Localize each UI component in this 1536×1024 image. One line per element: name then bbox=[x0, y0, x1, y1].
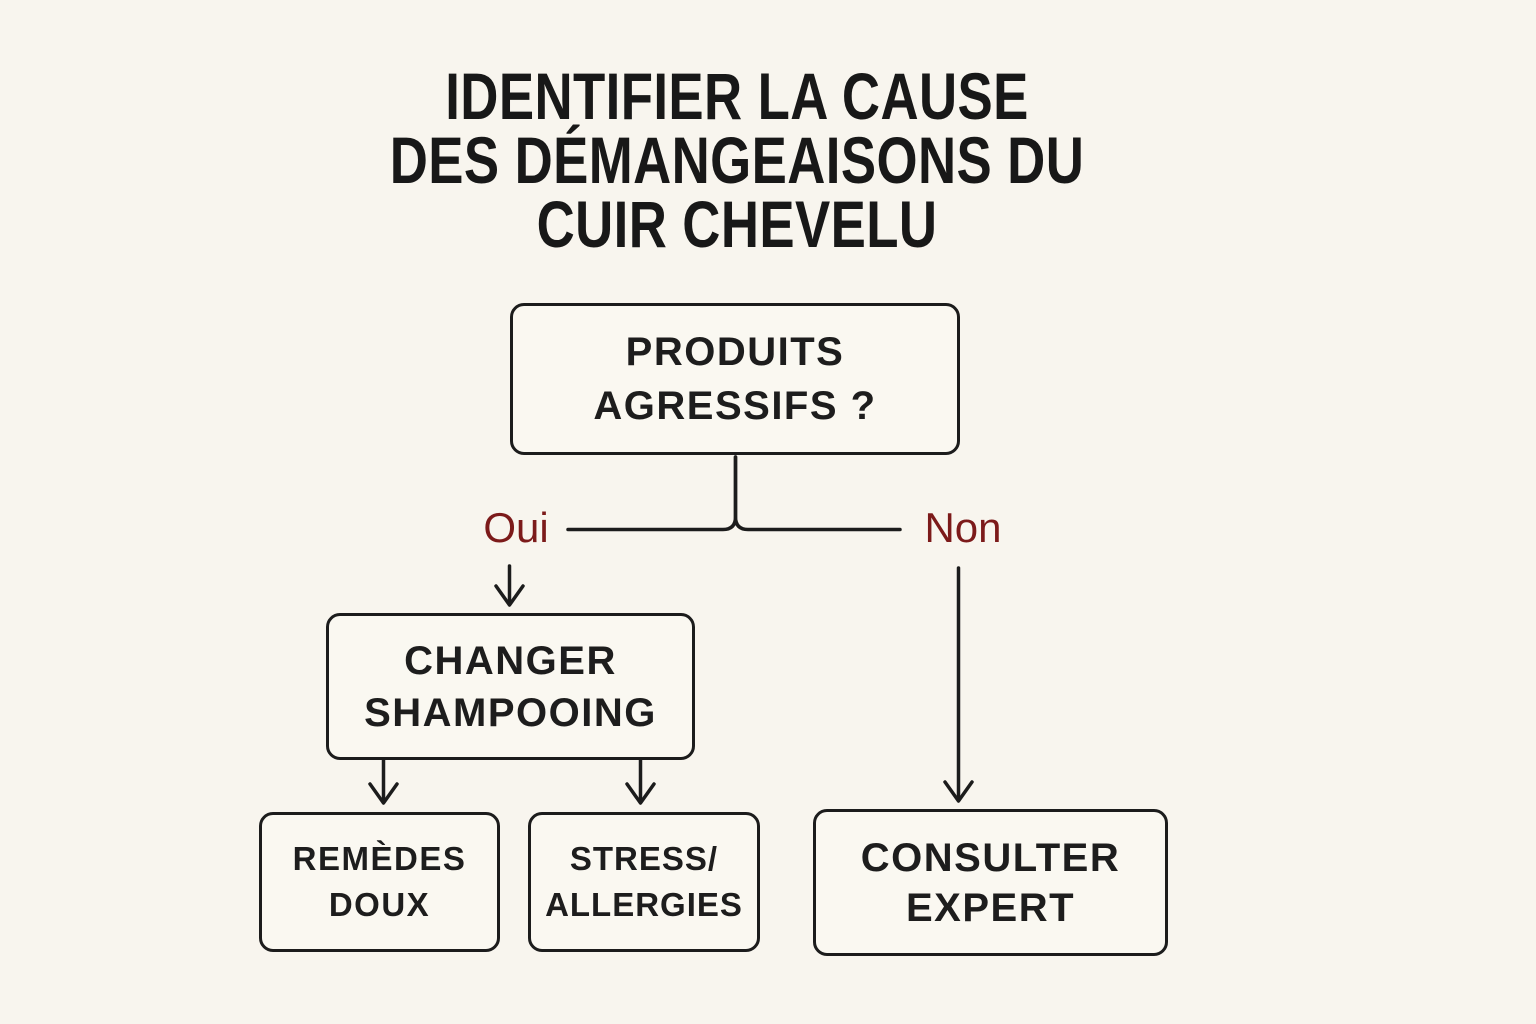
page-title-line: DES DÉMANGEAISONS DU bbox=[389, 123, 1085, 197]
node-consulter-expert: CONSULTER EXPERT bbox=[813, 809, 1168, 956]
node-label-line: PRODUITS bbox=[625, 330, 845, 374]
connector-root-split-right bbox=[733, 455, 902, 532]
node-label-line: ALLERGIES bbox=[545, 886, 743, 923]
arrow-oui-head bbox=[494, 584, 525, 607]
node-produits-agressifs: PRODUITS AGRESSIFS ? bbox=[510, 303, 960, 455]
branch-label-oui: Oui bbox=[483, 504, 549, 551]
node-label-line: CHANGER bbox=[404, 638, 617, 683]
page-title-line: CUIR CHEVELU bbox=[536, 187, 938, 261]
node-label-line: AGRESSIFS ? bbox=[593, 384, 877, 428]
node-remedes-doux: REMÈDES DOUX bbox=[259, 812, 500, 952]
node-label-line: DOUX bbox=[328, 886, 431, 923]
node-changer-shampooing: CHANGER SHAMPOOING bbox=[326, 613, 695, 760]
node-label-line: CONSULTER bbox=[860, 835, 1121, 880]
node-label-line: REMÈDES bbox=[292, 840, 467, 877]
arrow-stress-head bbox=[625, 782, 656, 805]
node-label-line: SHAMPOOING bbox=[364, 690, 657, 735]
page-title-line: IDENTIFIER LA CAUSE bbox=[445, 59, 1029, 133]
arrow-remedes-head bbox=[368, 782, 399, 805]
branch-label-non: Non bbox=[924, 504, 1002, 551]
page-title: IDENTIFIER LA CAUSE DES DÉMANGEAISONS DU… bbox=[147, 59, 1326, 261]
node-label-line: STRESS/ bbox=[569, 840, 719, 877]
node-label-line: EXPERT bbox=[905, 885, 1076, 930]
arrow-non-head bbox=[943, 780, 974, 803]
node-stress-allergies: STRESS/ ALLERGIES bbox=[528, 812, 760, 952]
connector-root-split-left bbox=[566, 455, 738, 532]
